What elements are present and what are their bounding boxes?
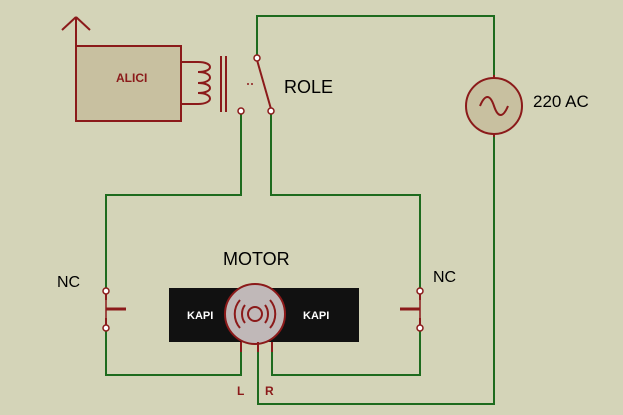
wire-source-to-motor-r	[257, 137, 495, 405]
receiver-label: ALICI	[116, 71, 147, 85]
right-nc-switch	[400, 287, 424, 332]
motor-left-label: KAPI	[187, 310, 213, 322]
motor: KAPI KAPI	[169, 283, 359, 352]
source-label: 220 AC	[533, 92, 589, 111]
relay-coil-icon	[181, 56, 227, 112]
motor-label: MOTOR	[223, 249, 290, 269]
receiver: ALICI	[75, 45, 182, 122]
wires	[105, 15, 495, 405]
left-nc-switch	[102, 287, 126, 332]
wire-relay-to-source-top	[256, 15, 495, 75]
relay-contact	[237, 54, 275, 115]
sine-wave-icon	[479, 96, 509, 116]
ac-source	[465, 75, 523, 137]
terminal-l-label: L	[237, 384, 244, 398]
wire-relay-to-right-branch	[270, 114, 421, 290]
left-switch-label: NC	[57, 274, 80, 291]
wire-relay-to-left-branch	[105, 114, 242, 290]
antenna-icon	[61, 16, 91, 46]
receiver-box	[75, 45, 182, 122]
wire-right-switch-to-motor	[271, 330, 421, 376]
rotor-icon	[233, 299, 277, 329]
terminal-r-label: R	[265, 384, 274, 398]
relay-label: ROLE	[284, 77, 333, 97]
right-switch-label: NC	[433, 269, 456, 286]
motor-rotor	[224, 283, 286, 345]
wire-left-switch-to-motor-l	[105, 330, 242, 376]
motor-right-label: KAPI	[303, 310, 329, 322]
